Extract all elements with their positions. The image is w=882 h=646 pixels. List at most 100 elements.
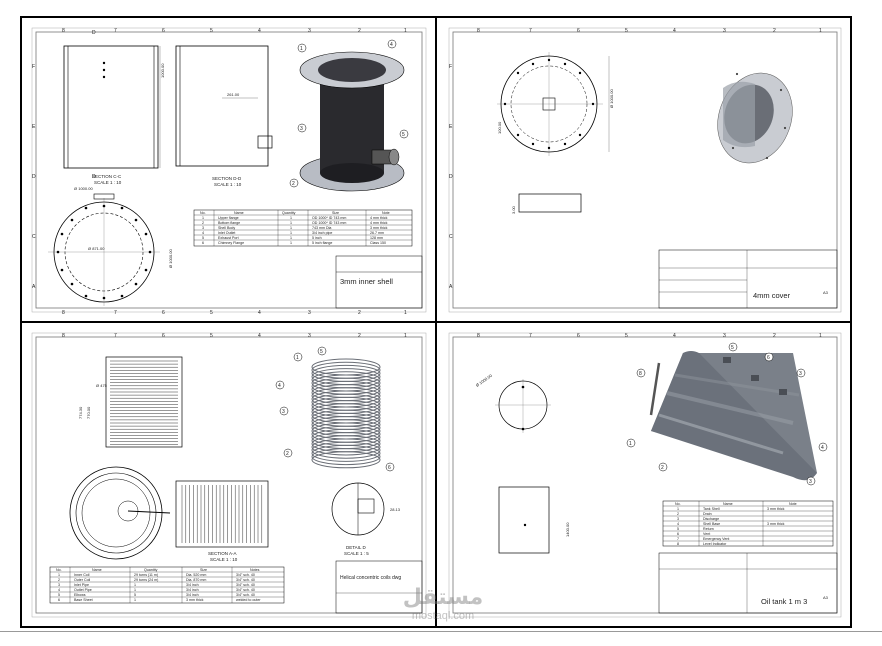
coil-turn: [311, 432, 381, 450]
table-cell: 8: [677, 542, 679, 546]
table-cell: 3 mm thick: [186, 598, 204, 602]
coil-turn: [311, 416, 381, 434]
sheet-size-cover: A3: [823, 290, 829, 295]
table-cell: 1: [202, 216, 204, 220]
table-cell: 1: [677, 507, 679, 511]
svg-text:3: 3: [308, 333, 311, 339]
detail-d-label: DETAIL D: [346, 545, 367, 550]
coil-turn: [311, 380, 381, 398]
table-cell: 2: [677, 512, 679, 516]
coil-turn: [311, 358, 381, 376]
table-cell: 3/4 inch: [186, 583, 199, 587]
coil-th-notes: Notes: [250, 568, 260, 572]
coil-turn: [311, 441, 381, 459]
svg-text:3: 3: [308, 28, 311, 34]
coil-turn: [311, 361, 381, 379]
table-cell: 6: [677, 532, 679, 536]
svg-text:5: 5: [210, 310, 213, 316]
svg-text:4: 4: [258, 310, 261, 316]
tank-plan-view: [495, 379, 551, 433]
svg-text:8: 8: [62, 333, 65, 339]
table-cell: 3: [58, 583, 60, 587]
watermark-arabic: مستقل: [402, 585, 484, 610]
svg-text:3: 3: [308, 310, 311, 316]
svg-text:6: 6: [162, 310, 165, 316]
table-cell: 3: [202, 226, 204, 230]
svg-text:A: A: [32, 284, 36, 290]
table-cell: 6: [58, 598, 60, 602]
svg-text:5: 5: [625, 28, 628, 34]
svg-text:C: C: [449, 234, 453, 240]
table-cell: Shell Body: [218, 226, 235, 230]
balloon-2: 2: [292, 181, 295, 187]
table-cell: 1: [290, 241, 292, 245]
coil-turn: [311, 377, 381, 395]
svg-text:1: 1: [819, 333, 822, 339]
dim-tank-1400: 1400.00: [565, 522, 570, 537]
table-cell: Shell Base: [703, 522, 720, 526]
table-cell: Emergency Vent: [703, 537, 729, 541]
balloon-4: 4: [390, 42, 393, 48]
table-cell: welded to outer: [236, 598, 261, 602]
table-cell: 5: [134, 593, 136, 597]
balloon-3: 3: [300, 126, 303, 132]
coil-balloon-5: 5: [320, 349, 323, 355]
svg-text:6: 6: [162, 333, 165, 339]
table-cell: 3 mm thick: [370, 226, 388, 230]
th-note: Note: [382, 211, 390, 215]
dim-dia-1000: Ø 1000.00: [74, 186, 93, 191]
th-no: No.: [200, 211, 206, 215]
table-cell: 5 inch: [312, 236, 322, 240]
svg-text:4: 4: [258, 333, 261, 339]
cover-plan-view: [497, 52, 603, 156]
th-qty: Quantity: [282, 211, 296, 215]
table-cell: Upper flange: [218, 216, 239, 220]
svg-text:8: 8: [62, 310, 65, 316]
table-cell: Base Sheet: [74, 598, 93, 602]
table-cell: Elbows: [74, 593, 86, 597]
table-cell: OD 1000* ID 743 mm: [312, 221, 346, 225]
svg-text:4: 4: [673, 28, 676, 34]
svg-text:3: 3: [723, 28, 726, 34]
table-cell: 1: [290, 231, 292, 235]
tank-balloon-1: 1: [629, 441, 632, 447]
coil-balloon-3: 3: [282, 409, 285, 415]
sheet-title-oil-tank: Oil tank 1 m 3: [761, 597, 807, 606]
svg-text:8: 8: [477, 28, 480, 34]
dim-28: 28.13: [390, 507, 401, 512]
svg-text:5: 5: [625, 333, 628, 339]
dim-475: Ø 475: [96, 383, 108, 388]
table-cell: 3/4 inch: [186, 588, 199, 592]
table-cell: 1: [134, 588, 136, 592]
table-cell: 743 mm Dia: [312, 226, 331, 230]
bottom-rule: [0, 631, 882, 632]
table-cell: Drain: [703, 512, 712, 516]
table-cell: 3/4 inch: [186, 593, 199, 597]
tank-3d-view: [649, 351, 817, 481]
svg-text:D: D: [92, 30, 96, 36]
coil-th-qty: Quantity: [144, 568, 158, 572]
coil-turn: [311, 371, 381, 389]
table-cell: 3: [677, 517, 679, 521]
svg-text:F: F: [449, 64, 452, 70]
table-cell: Level Indicator: [703, 542, 727, 546]
coil-turn: [311, 390, 381, 408]
table-cell: 5 inch flange: [312, 241, 332, 245]
table-cell: Inlet Outlet: [218, 231, 235, 235]
table-cell: Dia. 870 mm: [186, 578, 206, 582]
svg-text:D: D: [92, 174, 96, 180]
table-cell: 1: [290, 221, 292, 225]
cover-3d-view: [717, 72, 793, 164]
svg-text:2: 2: [773, 28, 776, 34]
svg-text:2: 2: [358, 28, 361, 34]
th-name: Name: [234, 211, 244, 215]
dim-cover-dia: Ø 1000.00: [609, 89, 614, 108]
section-dd-scale: SCALE 1 : 10: [214, 182, 242, 187]
dim-dia-1000-b: Ø 1000.00: [168, 249, 173, 268]
svg-text:6: 6: [577, 333, 580, 339]
section-cc-label: SECTION C-C: [92, 174, 122, 179]
table-cell: 4 mm thick: [370, 216, 388, 220]
